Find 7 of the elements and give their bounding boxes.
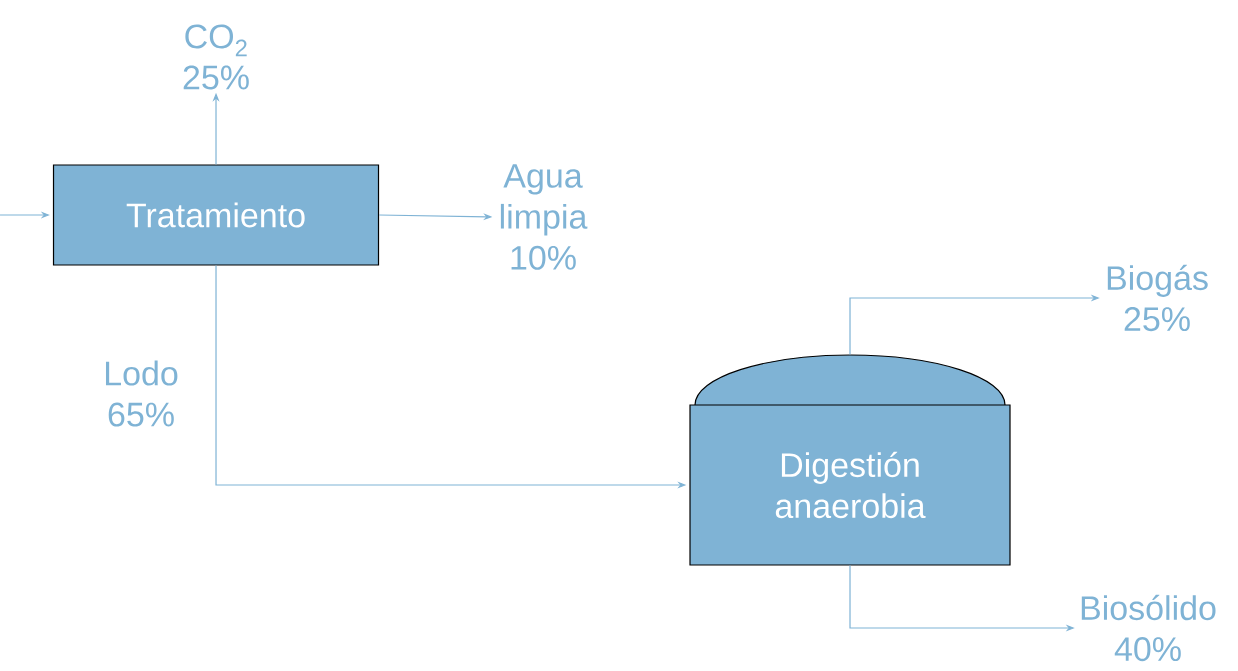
stream-label: CO$_{2}$ 25%: [183, 24, 249, 90]
process-box: Tratamiento: [52, 164, 380, 266]
stream-label: Agua limpia 10%: [500, 164, 588, 270]
edge-label: Lodo 65%: [106, 360, 178, 427]
stream-label: Biogás 25%: [1107, 264, 1208, 332]
digester-tank: Digestión anaerobia: [689, 354, 1011, 566]
stream-label: Biosólido 40%: [1081, 594, 1216, 662]
